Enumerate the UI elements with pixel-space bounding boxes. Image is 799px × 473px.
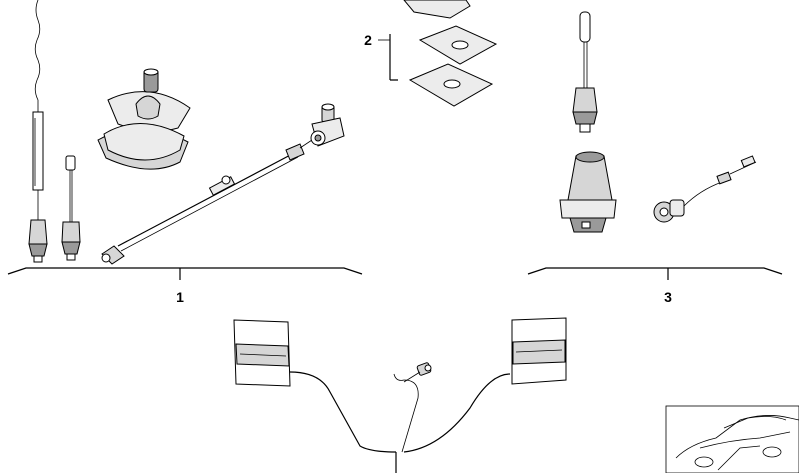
callout-2: 2 [364, 32, 372, 48]
group-2-bracket [389, 34, 398, 81]
adhesive-pad-bottom [408, 63, 494, 107]
film-antenna-right [511, 317, 567, 385]
angled-connector [310, 103, 345, 147]
callout-3: 3 [664, 289, 672, 305]
group-1-bracket [7, 267, 363, 280]
antenna-adapter-cable [653, 155, 757, 223]
adhesive-pad-middle [418, 25, 498, 65]
film-antenna-left [233, 319, 291, 387]
rod-antenna-long [28, 0, 48, 263]
antenna-mount-boot [97, 68, 191, 170]
group-3-bracket [527, 267, 783, 280]
group-3-parts: 3 [527, 11, 783, 305]
group-1-parts: 1 [7, 0, 363, 305]
stub-antenna [572, 11, 598, 133]
callout-1: 1 [176, 289, 184, 305]
antenna-wire-harness [233, 317, 567, 473]
group-2-parts: 2 [364, 0, 498, 107]
adhesive-pad-top [403, 0, 471, 19]
antenna-base [559, 151, 617, 233]
rod-antenna-short [61, 155, 81, 261]
vehicle-location-thumbnail [665, 405, 799, 473]
antenna-coax-cable [101, 139, 313, 265]
